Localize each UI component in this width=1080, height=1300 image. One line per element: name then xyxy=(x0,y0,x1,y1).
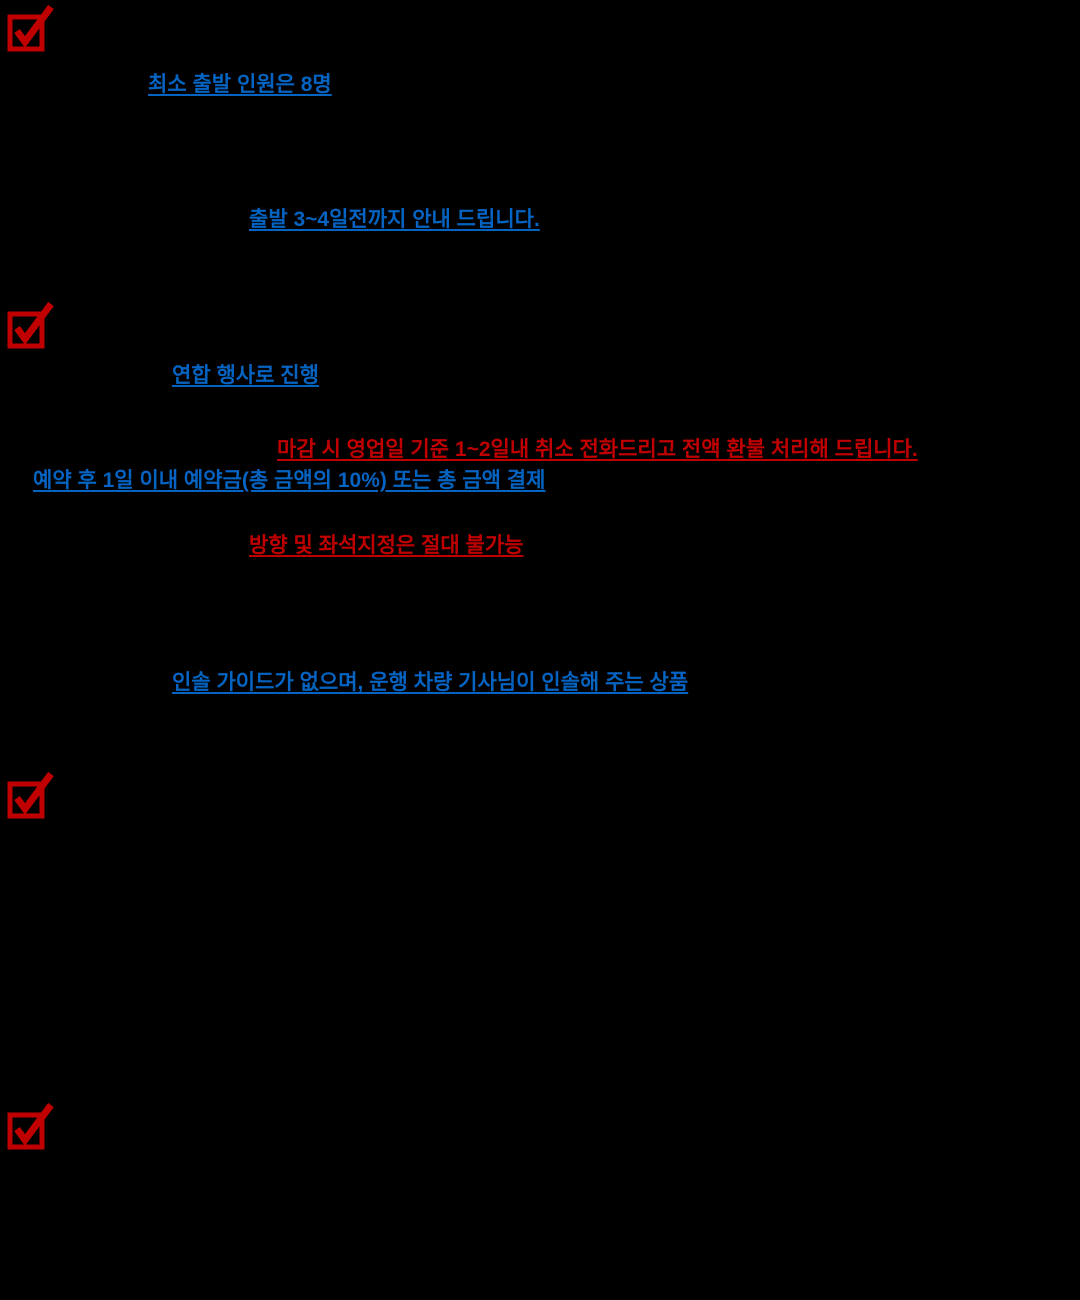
notice-min-departure-people: 최소 출발 인원은 8명 xyxy=(148,73,332,96)
check-icon xyxy=(6,301,54,349)
notice-deposit-rule: 예약 후 1일 이내 예약금(총 금액의 10%) 또는 총 금액 결제 xyxy=(33,469,546,492)
notice-joint-event: 연합 행사로 진행 xyxy=(172,364,319,387)
check-icon xyxy=(6,4,54,52)
check-icon xyxy=(6,1102,54,1150)
check-icon xyxy=(6,771,54,819)
notice-refund-policy: 마감 시 영업일 기준 1~2일내 취소 전화드리고 전액 환불 처리해 드립니… xyxy=(277,438,918,461)
notice-departure-guide: 출발 3~4일전까지 안내 드립니다. xyxy=(249,208,540,231)
notice-no-tour-guide: 인솔 가이드가 없으며, 운행 차량 기사님이 인솔해 주는 상품 xyxy=(172,671,689,694)
notice-no-seat-assignment: 방향 및 좌석지정은 절대 불가능 xyxy=(249,534,524,557)
